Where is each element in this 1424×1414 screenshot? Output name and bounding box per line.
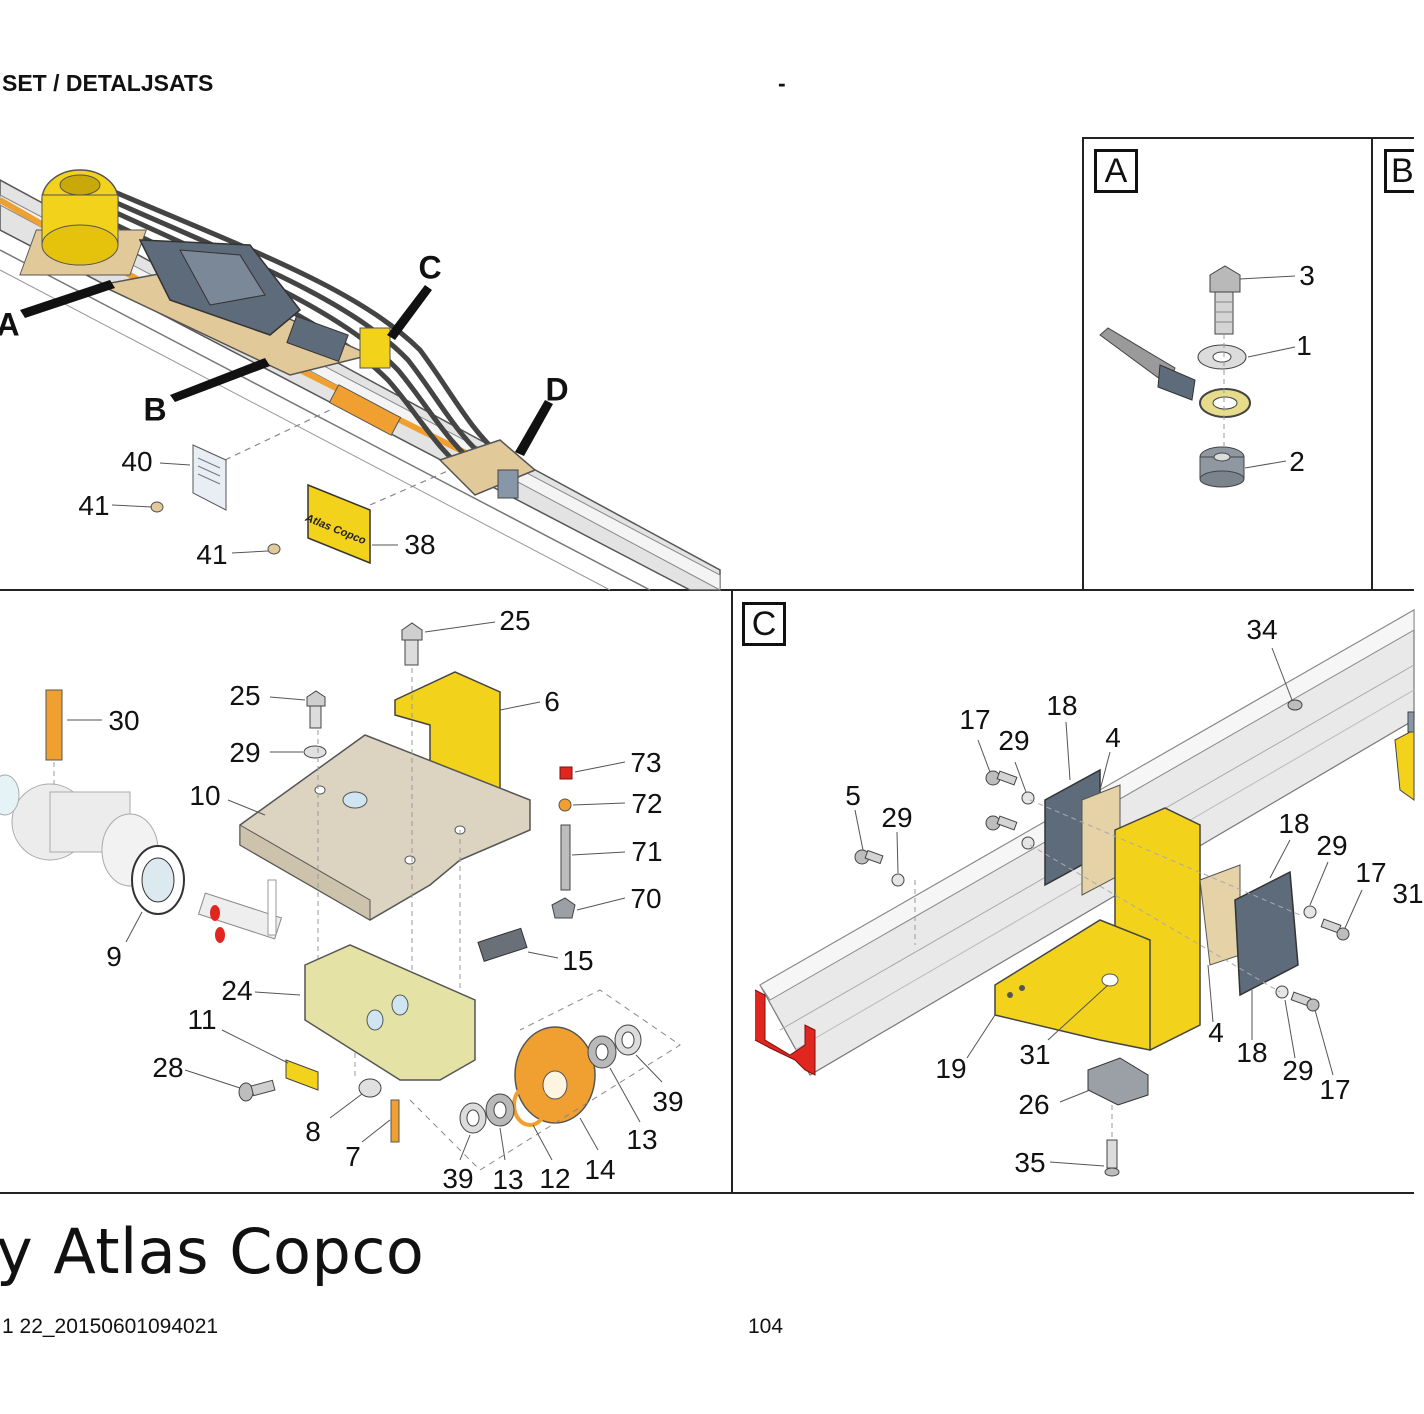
part-label-17: 17: [1355, 857, 1387, 888]
part-label-6: 6: [544, 686, 560, 717]
part-label-31: 31: [1392, 878, 1424, 909]
brand-name: y Atlas Copco: [0, 1215, 425, 1288]
part-label-24: 24: [221, 975, 253, 1006]
part-label-39: 39: [442, 1163, 474, 1194]
detail-a-box-label: A: [1094, 149, 1138, 193]
part-label-29: 29: [1282, 1055, 1314, 1086]
part-label-8: 8: [305, 1116, 321, 1147]
callout-b: B: [143, 391, 167, 428]
part-label-41: 41: [78, 490, 110, 521]
divider-horizontal-bottom: [0, 1192, 1414, 1194]
detail-a-left-border: [1082, 137, 1084, 590]
part-label-70: 70: [630, 883, 662, 914]
part-label-38: 38: [404, 529, 436, 560]
part-label-14: 14: [584, 1154, 616, 1185]
part-label-5: 5: [845, 780, 861, 811]
part-label-73: 73: [630, 747, 662, 778]
part-label-15: 15: [562, 945, 594, 976]
part-label-18: 18: [1236, 1037, 1268, 1068]
part-label-39: 39: [652, 1086, 684, 1117]
part-label-28: 28: [152, 1052, 184, 1083]
part-label-72: 72: [631, 788, 663, 819]
header-dash: -: [778, 70, 786, 96]
callout-d: D: [545, 371, 569, 408]
part-label-29: 29: [998, 725, 1030, 756]
part-label-34: 34: [1246, 614, 1278, 645]
part-label-26: 26: [1018, 1089, 1050, 1120]
detail-b-box-label: B: [1384, 149, 1414, 193]
part-label-3: 3: [1299, 260, 1315, 291]
detail-b-left-border: [1371, 137, 1373, 590]
part-label-30: 30: [108, 705, 140, 736]
part-label-25: 25: [229, 680, 261, 711]
part-label-18: 18: [1046, 690, 1078, 721]
detail-c-box-label: C: [742, 602, 786, 646]
part-label-31: 31: [1019, 1039, 1051, 1070]
part-label-29: 29: [1316, 830, 1348, 861]
part-label-25: 25: [499, 605, 531, 636]
detail-a-top-border: [1082, 137, 1414, 139]
part-label-1: 1: [1296, 330, 1312, 361]
part-label-71: 71: [631, 836, 663, 867]
part-label-41: 41: [196, 539, 228, 570]
part-label-13: 13: [492, 1164, 524, 1195]
part-label-4: 4: [1208, 1017, 1224, 1048]
part-label-13: 13: [626, 1124, 658, 1155]
divider-vertical-middle: [731, 590, 733, 1194]
part-label-29: 29: [229, 737, 261, 768]
part-label-17: 17: [1319, 1074, 1351, 1105]
part-label-40: 40: [121, 446, 153, 477]
part-label-7: 7: [345, 1141, 361, 1172]
part-label-12: 12: [539, 1163, 571, 1194]
part-label-11: 11: [187, 1004, 217, 1035]
part-label-10: 10: [189, 780, 221, 811]
part-label-2: 2: [1289, 446, 1305, 477]
part-label-17: 17: [959, 704, 991, 735]
document-id: 1 22_20150601094021: [2, 1315, 219, 1338]
callout-a: A: [0, 306, 20, 343]
part-label-4: 4: [1105, 722, 1121, 753]
part-label-35: 35: [1014, 1147, 1046, 1178]
part-label-19: 19: [935, 1053, 967, 1084]
document-title: SET / DETALJSATS: [2, 70, 214, 96]
part-label-9: 9: [106, 941, 122, 972]
page-number: 104: [748, 1315, 784, 1338]
part-label-29: 29: [881, 802, 913, 833]
callout-c: C: [418, 249, 442, 286]
part-label-18: 18: [1278, 808, 1310, 839]
